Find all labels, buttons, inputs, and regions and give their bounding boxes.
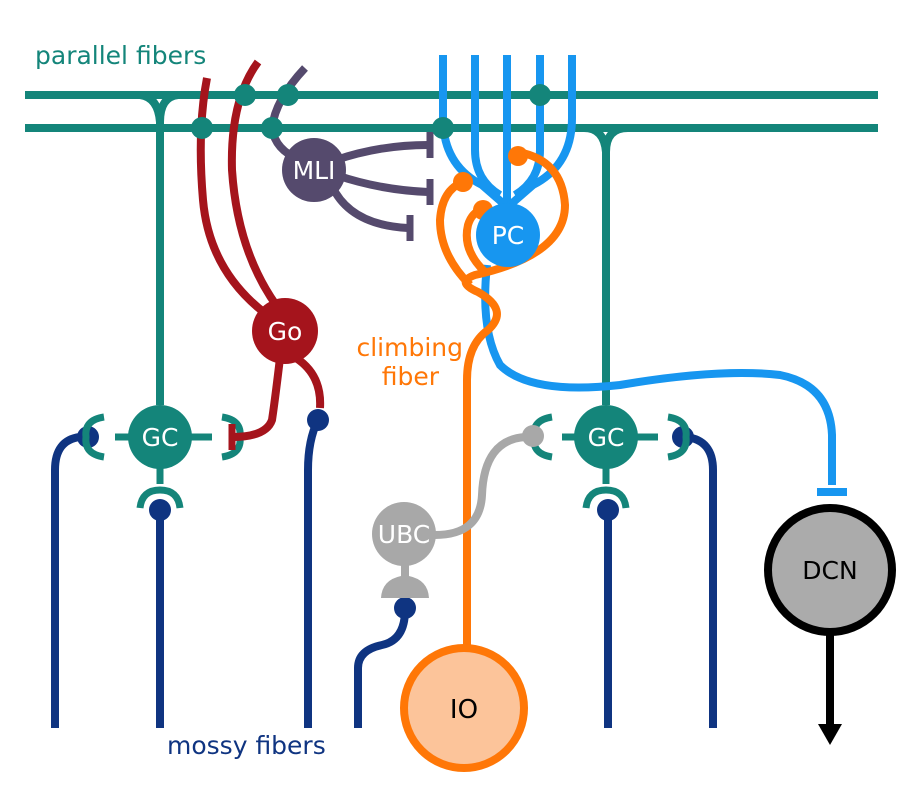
mossy-fiber-4 xyxy=(354,609,409,728)
parallel-fiber-synapses xyxy=(191,84,551,139)
pc-cell-body xyxy=(476,203,540,267)
mossy-fiber-6 xyxy=(685,433,717,728)
mli-axon xyxy=(328,184,409,232)
pf-synapse xyxy=(261,117,283,139)
mossy-fiber-terminals xyxy=(77,409,694,619)
gc-right-label: GC xyxy=(588,423,625,452)
gc-left-claw xyxy=(82,413,105,461)
purkinje-cell-processes xyxy=(439,55,847,496)
pf-synapse xyxy=(277,84,299,106)
mossy-fiber-1 xyxy=(51,433,81,728)
ubc-cell-body xyxy=(372,502,436,566)
ubc-brush-dendrite xyxy=(381,562,429,598)
golgi-cell-body xyxy=(252,298,318,364)
climbing-fiber-label-line1: climbing xyxy=(356,333,463,362)
mli-label: MLI xyxy=(293,156,336,185)
gc-left-axon xyxy=(156,91,179,405)
climbing-fiber-branch xyxy=(435,178,473,288)
ubc-axon xyxy=(434,433,526,539)
climbing-fiber-terminals xyxy=(453,146,528,220)
gc-left-claw xyxy=(136,486,184,509)
pc-axon xyxy=(481,264,836,485)
pc-dendrite xyxy=(471,55,503,199)
cf-terminal xyxy=(508,146,528,166)
ubc-label: UBC xyxy=(378,520,430,549)
climbing-fiber-label-line2: fiber xyxy=(382,362,440,391)
golgi-cell-processes xyxy=(196,59,325,450)
gc-right-axon-branch xyxy=(583,124,610,153)
golgi-axon xyxy=(293,354,325,409)
parallel-fibers-label: parallel fibers xyxy=(35,41,206,70)
mossy-fibers-label: mossy fibers xyxy=(167,731,326,760)
gc-right-cell-body xyxy=(574,405,638,469)
mli-axon xyxy=(334,141,429,164)
cf-terminal xyxy=(453,172,473,192)
gc-right-axon xyxy=(602,124,629,405)
mossy-terminal xyxy=(597,499,619,521)
pc-dendrite xyxy=(507,55,576,209)
gc-right-claw xyxy=(582,486,630,509)
ubc-processes xyxy=(434,433,526,539)
pc-label: PC xyxy=(492,221,525,250)
gc-right-claw xyxy=(667,413,690,461)
mossy-fiber-3 xyxy=(304,418,322,728)
pf-synapse xyxy=(529,84,551,106)
dcn-output-arrowhead xyxy=(818,724,842,745)
climbing-fiber-axon xyxy=(461,148,570,660)
mossy-terminal xyxy=(307,409,329,431)
mli-cell-body xyxy=(282,138,346,202)
golgi-axon xyxy=(231,357,284,441)
dcn-label: DCN xyxy=(802,556,857,585)
golgi-label: Go xyxy=(268,317,303,346)
mossy-terminal xyxy=(394,597,416,619)
mli-axon xyxy=(334,171,429,196)
pf-synapse xyxy=(234,84,256,106)
ubc-terminal xyxy=(522,425,544,447)
io-label: IO xyxy=(450,695,478,725)
mossy-fibers-group xyxy=(51,418,717,728)
io-cell-body xyxy=(400,644,528,772)
gc-left-label: GC xyxy=(142,423,179,452)
dcn-cell-body xyxy=(764,504,896,636)
golgi-dendrite xyxy=(196,77,285,329)
gc-left-axon-branch xyxy=(139,91,164,123)
pf-synapse xyxy=(432,117,454,139)
pf-synapse xyxy=(191,117,213,139)
gc-left-cell-body xyxy=(128,405,192,469)
mossy-terminal xyxy=(149,499,171,521)
